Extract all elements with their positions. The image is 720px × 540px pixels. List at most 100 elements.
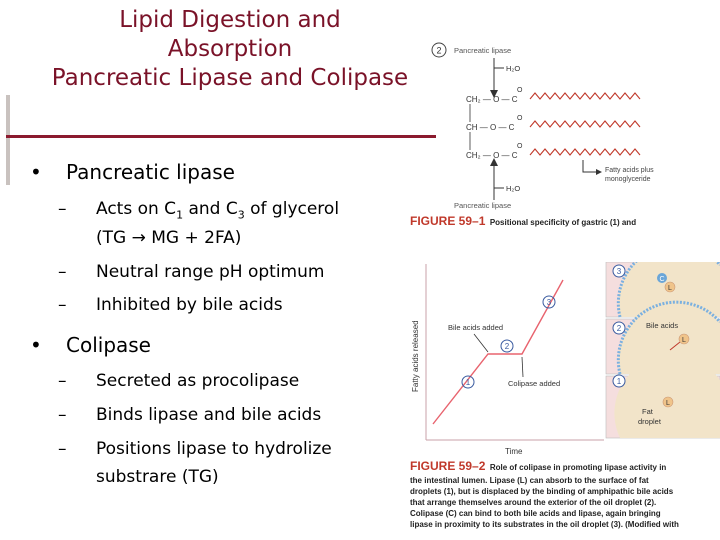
release-arrow xyxy=(669,341,681,351)
step-number: 1 xyxy=(466,378,471,387)
bile-acids-added-label: Bile acids added xyxy=(448,323,503,332)
x-axis-label: Time xyxy=(505,447,523,456)
carbonyl-o: O xyxy=(517,143,523,150)
step-circle-icon xyxy=(431,42,447,58)
title-line-2: Absorption xyxy=(167,36,293,62)
h2o-bottom-label: H₂O xyxy=(506,184,520,193)
step-3-circle xyxy=(542,295,556,309)
svg-text:2: 2 xyxy=(617,324,622,333)
left-accent-bar xyxy=(6,95,10,185)
dash: – xyxy=(58,199,67,219)
y-axis-label: Fatty acids released xyxy=(411,320,420,392)
svg-text:L: L xyxy=(682,337,686,344)
fat-droplet-label-2: droplet xyxy=(638,417,662,426)
svg-text:CH₂ — O — C: CH₂ — O — C xyxy=(466,151,518,160)
dash: – xyxy=(58,295,67,315)
title-underline xyxy=(6,135,436,138)
panel-bile-label: Bile acids xyxy=(646,321,678,330)
caption-line: that arrange themselves around the exter… xyxy=(410,498,657,507)
sub-bullet-text: Inhibited by bile acids xyxy=(96,295,283,315)
svg-text:CH₂ — O — C: CH₂ — O — C xyxy=(466,95,518,104)
pointer-line xyxy=(473,333,489,353)
figure-59-1-diagram: 2 Pancreatic lipase H₂O CH₂ — O — C O CH… xyxy=(431,42,654,210)
fatty-acid-chain xyxy=(529,148,641,156)
colipase-marker xyxy=(657,273,667,283)
fa-label-2: monoglyceride xyxy=(605,176,651,183)
svg-text:3: 3 xyxy=(617,267,622,276)
svg-text:L: L xyxy=(666,400,670,407)
lipase-marker xyxy=(662,396,674,408)
bullet-colipase: • Colipase xyxy=(30,333,410,359)
sub-bullet-procolipase: – Secreted as procolipase xyxy=(58,369,418,395)
caption-line: Role of colipase in promoting lipase act… xyxy=(489,463,667,472)
title-line-3: Pancreatic Lipase and Colipase xyxy=(51,65,409,91)
dash: – xyxy=(58,262,67,282)
sub-bullet-binds: – Binds lipase and bile acids xyxy=(58,403,418,429)
lipase-top-label: Pancreatic lipase xyxy=(454,46,511,55)
arrow-down-icon xyxy=(490,90,498,98)
pointer-line xyxy=(521,356,524,378)
caption-text: Positional specificity of gastric (1) an… xyxy=(489,218,637,227)
sub-bullet-text: Acts on C1 and C3 of glycerol xyxy=(96,199,340,222)
sub-bullet-text: substrare (TG) xyxy=(96,467,219,487)
slide-title: Lipid Digestion and Absorption Pancreati… xyxy=(0,6,460,93)
glycerol-row-2: CH — O — C O xyxy=(466,115,641,132)
caption-line: lipase in proximity to its substrates in… xyxy=(410,520,679,529)
fat-droplet-label-1: Fat xyxy=(642,407,654,416)
sub-bullet-continuation: (TG → MG + 2FA) xyxy=(58,226,418,252)
dash: – xyxy=(58,439,67,459)
title-line-1: Lipid Digestion and xyxy=(119,7,341,33)
graph-area xyxy=(408,262,603,440)
arrow-up-icon xyxy=(490,158,498,166)
sub-bullet-positions: – Positions lipase to hydrolize xyxy=(58,437,418,463)
sub-bullet-acts-on: – Acts on C1 and C3 of glycerol xyxy=(58,197,418,223)
sub-bullet-text: Positions lipase to hydrolize xyxy=(96,439,332,459)
dash: – xyxy=(58,371,67,391)
caption-line: droplets (1), but is displaced by the bi… xyxy=(410,487,674,496)
sub-bullet-ph: – Neutral range pH optimum xyxy=(58,260,418,286)
step-number: 2 xyxy=(505,342,510,351)
step-number: 3 xyxy=(547,298,552,307)
bullet-label: Colipase xyxy=(66,333,151,357)
panel-2: 2 Bile acids L xyxy=(605,300,720,375)
bullet-pancreatic-lipase: • Pancreatic lipase xyxy=(30,160,410,186)
sub-bullet-text: Secreted as procolipase xyxy=(96,371,300,391)
carbonyl-o: O xyxy=(517,87,523,94)
sub-bullet-inhibited: – Inhibited by bile acids xyxy=(58,293,418,319)
fa-label-1: Fatty acids plus xyxy=(605,167,654,174)
figure-59-2-caption: FIGURE 59–2 Role of colipase in promotin… xyxy=(410,458,716,530)
circle-number: 2 xyxy=(436,46,441,56)
step-2-circle xyxy=(500,339,514,353)
caption-heading: FIGURE 59–2 xyxy=(410,459,486,473)
dash: – xyxy=(58,405,67,425)
svg-text:L: L xyxy=(668,285,672,292)
figure-59-1-caption: FIGURE 59–1 Positional specificity of ga… xyxy=(410,212,716,230)
sub-bullet-text: (TG → MG + 2FA) xyxy=(96,228,242,248)
bullet-dot: • xyxy=(30,160,42,184)
colipase-added-label: Colipase added xyxy=(508,379,560,388)
panel-1: 1 L Fat droplet xyxy=(605,355,720,439)
svg-text:1: 1 xyxy=(617,377,622,386)
activity-curve xyxy=(432,279,564,425)
lipase-marker xyxy=(664,281,676,293)
svg-text:C: C xyxy=(659,276,664,283)
caption-line: Colipase (C) can bind to both bile acids… xyxy=(410,509,661,518)
sub-bullet-text: Binds lipase and bile acids xyxy=(96,405,322,425)
fatty-acid-chain xyxy=(529,120,641,128)
arrow-right-icon xyxy=(596,169,602,175)
bullet-label: Pancreatic lipase xyxy=(66,160,235,184)
lipase-bottom-label: Pancreatic lipase xyxy=(454,201,511,210)
glycerol-row-1: CH₂ — O — C O xyxy=(466,87,641,104)
glycerol-row-3: CH₂ — O — C O xyxy=(466,143,641,160)
figure-59-2-diagram: Fatty acids released Time 1 2 3 Bile aci… xyxy=(408,262,720,456)
fatty-acid-chain xyxy=(529,92,641,100)
carbonyl-o: O xyxy=(517,115,523,122)
h2o-top-label: H₂O xyxy=(506,64,520,73)
step-1-circle xyxy=(461,375,475,389)
svg-text:CH — O — C: CH — O — C xyxy=(466,123,515,132)
caption-heading: FIGURE 59–1 xyxy=(410,214,486,228)
product-arrow xyxy=(582,160,598,173)
caption-line: the intestinal lumen. Lipase (L) can abs… xyxy=(410,476,649,485)
sub-bullet-text: Neutral range pH optimum xyxy=(96,262,325,282)
bullet-dot: • xyxy=(30,333,42,357)
